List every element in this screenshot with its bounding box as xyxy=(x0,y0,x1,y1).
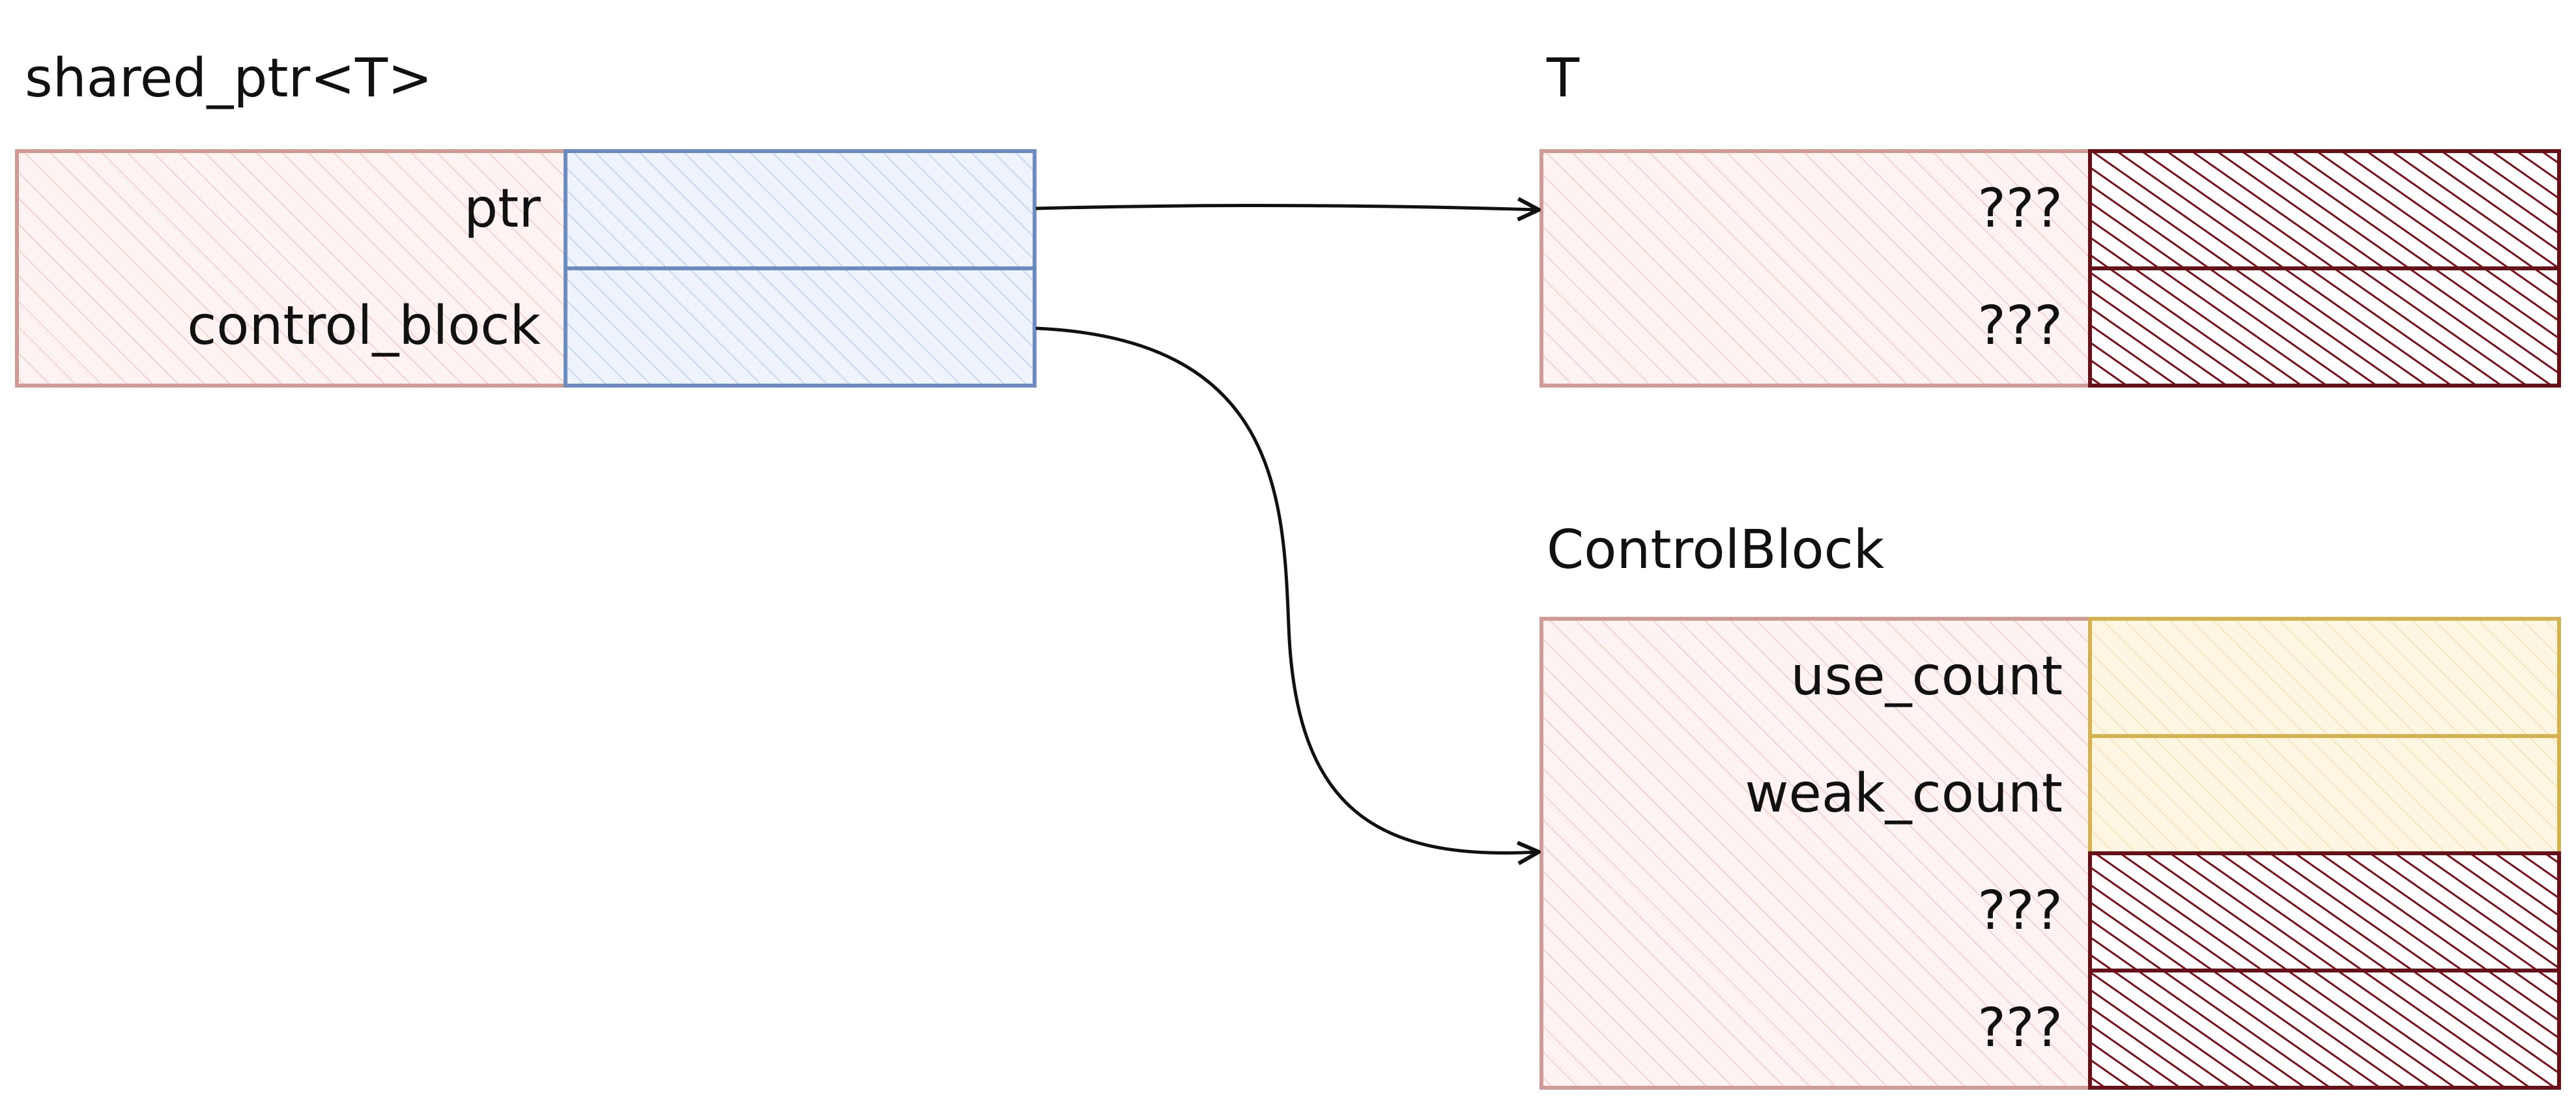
ptr-to-t-arrow xyxy=(1035,197,1541,221)
control-block-unknown-cell-1 xyxy=(2088,851,2561,972)
ptr-label: ptr xyxy=(464,178,541,240)
control-block-label: control_block xyxy=(187,295,541,357)
control-block-title: ControlBlock xyxy=(1547,519,1885,581)
control-block-unknown-label-2: ??? xyxy=(1977,997,2063,1059)
control-block-struct: ControlBlock use_count weak_count ??? ??… xyxy=(1539,519,2561,1090)
control-block-unknown-cell-2 xyxy=(2088,969,2561,1090)
ptr-cell xyxy=(564,149,1037,270)
weak-count-label: weak_count xyxy=(1745,763,2063,825)
use-count-cell xyxy=(2088,617,2561,738)
t-field-label-2: ??? xyxy=(1977,295,2063,357)
t-struct: T ??? ??? xyxy=(1539,48,2561,388)
t-field-cell-2 xyxy=(2088,266,2561,388)
t-field-cell-1 xyxy=(2088,149,2561,270)
t-field-label-1: ??? xyxy=(1977,178,2063,240)
t-title: T xyxy=(1546,48,1580,109)
use-count-label: use_count xyxy=(1791,645,2063,707)
control-block-cell xyxy=(564,266,1037,388)
control-block-pointer-arrow xyxy=(1035,326,1541,866)
weak-count-cell xyxy=(2088,734,2561,855)
shared-ptr-struct: shared_ptr<T> ptr control_block xyxy=(15,48,1037,388)
control-block-unknown-label-1: ??? xyxy=(1977,880,2063,942)
shared-ptr-title: shared_ptr<T> xyxy=(25,48,433,109)
